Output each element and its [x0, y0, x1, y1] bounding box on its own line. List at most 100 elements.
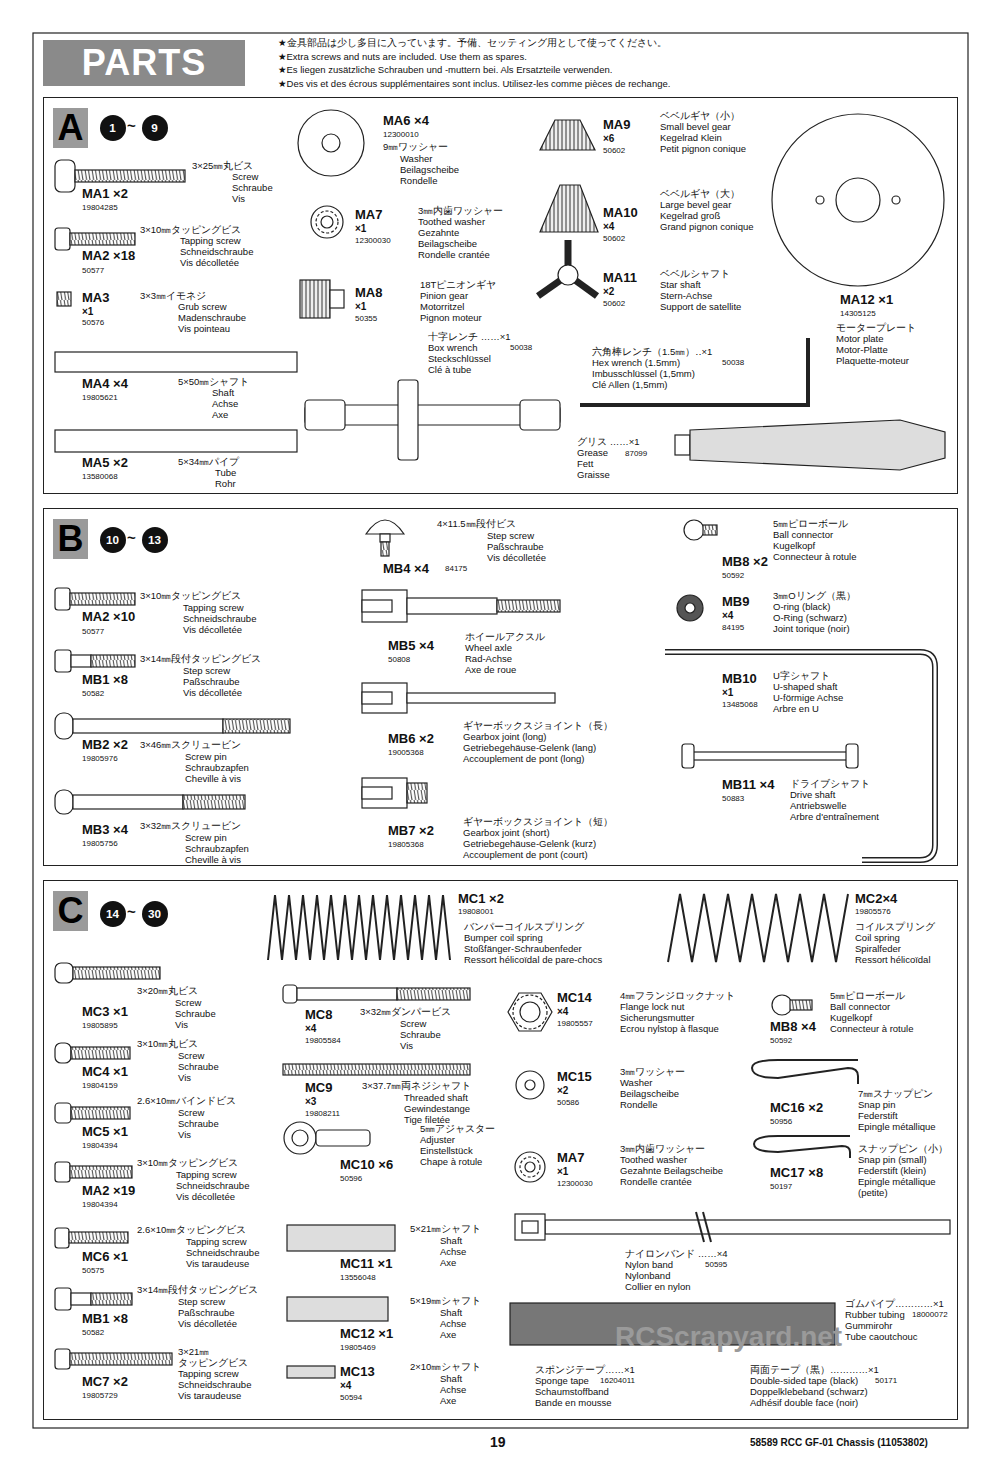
watermark: RCScrapyard.net: [615, 1322, 842, 1352]
step-number: 30: [142, 901, 168, 927]
part-description: Schraube: [400, 1029, 441, 1040]
part-drawing: [703, 525, 717, 535]
part-description: Gewindestange: [404, 1103, 470, 1114]
part-drawing: [836, 178, 880, 222]
part-description: Snap pin (small): [858, 1154, 927, 1165]
part-description: Axe: [212, 409, 228, 420]
part-description: Beilagscheibe: [620, 1088, 679, 1099]
part-number: MB9: [722, 594, 749, 609]
quantity: ×4: [557, 1006, 568, 1018]
item-code: 19805576: [855, 907, 891, 917]
part-drawing: [70, 593, 135, 605]
part-description: Antriebswelle: [790, 800, 847, 811]
part-description: Spiralfeder: [855, 943, 901, 954]
part-description: Collier en nylon: [625, 1281, 690, 1292]
part-description: タッピングビス: [178, 1357, 248, 1368]
part-description: Kugelkopf: [830, 1012, 872, 1023]
part-drawing: [300, 280, 330, 318]
part-drawing: [287, 1225, 395, 1251]
part-description: Paßschraube: [487, 541, 544, 552]
item-code: 50575: [82, 1266, 104, 1276]
part-description: Wheel axle: [465, 642, 512, 653]
part-description: Tube: [215, 467, 236, 478]
part-number: MB4 ×4: [383, 561, 429, 576]
part-number: MA2 ×18: [82, 248, 135, 263]
part-description: 3×21㎜: [178, 1346, 209, 1357]
part-drawing: [362, 787, 392, 799]
part-description: Star shaft: [660, 279, 701, 290]
part-description: Drive shaft: [790, 789, 835, 800]
part-description: Getriebegehäuse-Gelenk (kurz): [463, 838, 596, 849]
part-drawing: [287, 1297, 388, 1321]
part-description: Gezahnte Beilagscheibe: [620, 1165, 723, 1176]
part-description: Axe: [440, 1257, 456, 1268]
range-tilde: ~: [127, 903, 136, 920]
part-description: Ball connector: [773, 529, 833, 540]
item-code: 50592: [722, 571, 744, 581]
quantity: ×1: [355, 223, 366, 235]
part-number: MB1 ×8: [82, 1311, 128, 1326]
part-drawing: [268, 895, 450, 960]
part-description: 2.6×10㎜タッピングビス: [137, 1224, 246, 1235]
part-number: MC13: [340, 1364, 375, 1379]
part-description: Vis: [175, 1019, 188, 1030]
item-code: 19805895: [82, 1021, 118, 1031]
step-number: 1: [100, 115, 126, 141]
part-number: MB8 ×2: [722, 554, 768, 569]
part-description: Stern-Achse: [660, 290, 712, 301]
item-code: 50586: [557, 1098, 579, 1108]
part-number: MC8: [305, 1007, 332, 1022]
item-code: 13556048: [340, 1273, 376, 1283]
part-number: MA7: [355, 207, 382, 222]
part-description: Toothed washer: [418, 216, 485, 227]
item-code: 50582: [82, 1328, 104, 1338]
part-description: Vis décolletée: [176, 1191, 235, 1202]
part-description: Step screw: [178, 1296, 225, 1307]
part-drawing: [70, 233, 135, 245]
part-drawing: [223, 719, 290, 733]
part-description: Madenschraube: [178, 312, 246, 323]
part-description: Epingle métallique: [858, 1121, 936, 1132]
part-drawing: [71, 1293, 91, 1305]
part-description: Vis décolletée: [183, 687, 242, 698]
part-description: Screw pin: [185, 751, 227, 762]
item-code: 19005368: [388, 748, 424, 758]
part-description: Motor plate: [836, 333, 884, 344]
quantity: ×1: [82, 306, 93, 318]
part-description: ナイロンバンド ……×4: [625, 1248, 727, 1259]
part-description: 3×37.7㎜両ネジシャフト: [362, 1080, 471, 1091]
part-description: 5×50㎜シャフト: [178, 376, 249, 387]
part-drawing: [287, 1366, 335, 1378]
part-description: Ressort hélicoïdal: [855, 954, 931, 965]
step-number: 10: [100, 527, 126, 553]
item-code: 19805756: [82, 839, 118, 849]
part-drawing: [55, 352, 297, 372]
part-description: Petit pignon conique: [660, 143, 746, 154]
part-description: ギヤーボックスジョイント（長）: [463, 720, 613, 731]
part-description: Accouplement de pont (long): [463, 753, 584, 764]
step-number-circle: 9: [142, 115, 168, 141]
part-number: MC17 ×8: [770, 1165, 823, 1180]
item-code: 19804394: [82, 1141, 118, 1151]
part-description: Joint torique (noir): [773, 623, 850, 634]
part-drawing: [316, 211, 338, 233]
part-drawing: [407, 598, 497, 614]
part-description: 4㎜フランジロックナット: [620, 990, 735, 1001]
part-description: U字シャフト: [773, 670, 830, 681]
part-description: 5㎜ピローボール: [773, 518, 848, 529]
part-description: 5㎜ピローボール: [830, 990, 905, 1001]
part-description: Vis: [178, 1072, 191, 1083]
note-text: ★Es liegen zusätzliche Schrauben und -mu…: [278, 63, 612, 77]
part-description: Doppelklebeband (schwarz): [750, 1386, 868, 1397]
part-description: Federstift: [858, 1110, 898, 1121]
part-drawing: [790, 1000, 812, 1010]
quantity: ×1: [355, 301, 366, 313]
item-code: 19805368: [388, 840, 424, 850]
item-code: 50576: [82, 318, 104, 328]
part-drawing: [540, 120, 595, 150]
quantity: ×1: [557, 1166, 568, 1178]
part-drawing: [558, 265, 578, 285]
part-description: ホイールアクスル: [465, 631, 545, 642]
step-number-circle: 10: [100, 527, 126, 553]
